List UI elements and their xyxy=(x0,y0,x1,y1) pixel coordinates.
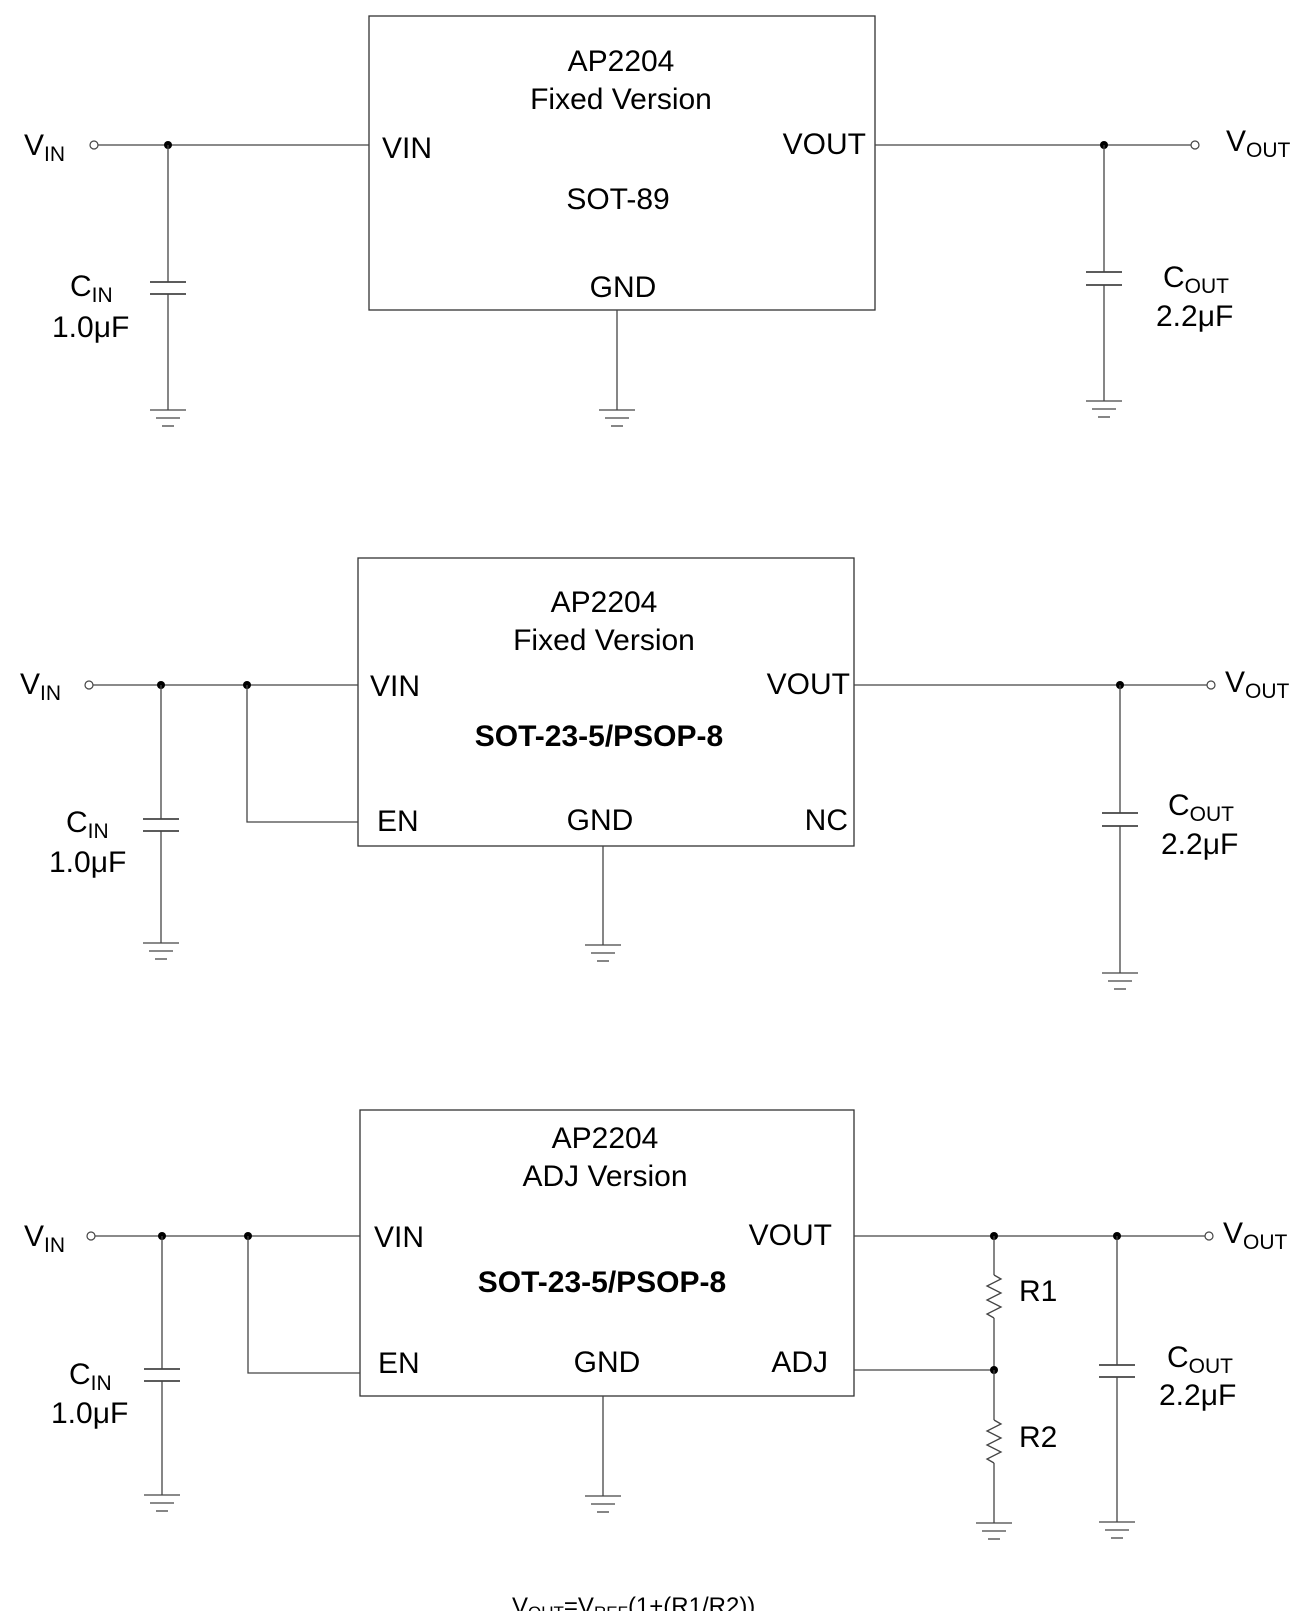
vin-label: VIN xyxy=(24,129,65,166)
vout-label: VOUT xyxy=(1226,125,1291,162)
vin-label: VIN xyxy=(24,1220,65,1257)
cin-label: CIN xyxy=(66,806,109,843)
schematic-adj-sot23: AP2204 ADJ Version SOT-23-5/PSOP-8 VIN V… xyxy=(24,1109,1288,1540)
cout-label: COUT xyxy=(1167,1341,1233,1378)
vout-formula: VOUT=VREF(1+(R1/R2)) xyxy=(512,1593,755,1611)
chip-box xyxy=(357,557,855,847)
pin-en-label: EN xyxy=(377,805,419,838)
ground-symbol xyxy=(143,942,179,960)
vin-terminal xyxy=(84,680,94,690)
pin-vout-label: VOUT xyxy=(767,668,850,701)
chip-name: AP2204 xyxy=(568,45,675,78)
vout-terminal xyxy=(1206,680,1216,690)
pin-vout-label: VOUT xyxy=(783,128,866,161)
ground-symbol xyxy=(144,1494,180,1512)
pin-vin-label: VIN xyxy=(382,132,432,165)
chip-box xyxy=(368,15,876,311)
vout-label: VOUT xyxy=(1225,666,1290,703)
en-wire xyxy=(246,685,358,823)
r2-resistor xyxy=(985,1419,1003,1464)
cout-value: 2.2μF xyxy=(1161,828,1238,861)
pin-en-label: EN xyxy=(378,1347,420,1380)
chip-name: AP2204 xyxy=(552,1122,659,1155)
cout-value: 2.2μF xyxy=(1159,1379,1236,1412)
vin-label: VIN xyxy=(20,668,61,705)
chip-version: Fixed Version xyxy=(530,83,712,116)
vout-terminal xyxy=(1190,140,1200,150)
ground-symbol xyxy=(585,1495,621,1513)
vout-terminal xyxy=(1204,1231,1214,1241)
cin-value: 1.0μF xyxy=(49,846,126,879)
schematic-fixed-sot89: AP2204 Fixed Version SOT-89 VIN VOUT GND… xyxy=(24,15,1291,427)
cin-value: 1.0μF xyxy=(51,1397,128,1430)
cout-label: COUT xyxy=(1163,261,1229,298)
cin-label: CIN xyxy=(69,1358,112,1395)
cout-label: COUT xyxy=(1168,789,1234,826)
chip-package: SOT-89 xyxy=(566,183,669,216)
vout-label: VOUT xyxy=(1223,1217,1288,1254)
pin-vout-label: VOUT xyxy=(749,1219,832,1252)
chip-name: AP2204 xyxy=(551,586,658,619)
chip-package: SOT-23-5/PSOP-8 xyxy=(475,720,723,753)
r2-label: R2 xyxy=(1019,1421,1057,1454)
pin-vin-label: VIN xyxy=(374,1221,424,1254)
ground-symbol xyxy=(1102,972,1138,990)
ground-symbol xyxy=(1086,400,1122,418)
pin-vin-label: VIN xyxy=(370,670,420,703)
pin-nc-label: NC xyxy=(805,804,848,837)
pin-adj-label: ADJ xyxy=(771,1346,828,1379)
ground-symbol xyxy=(150,409,186,427)
ground-symbol xyxy=(976,1522,1012,1540)
vin-terminal xyxy=(86,1231,96,1241)
pin-gnd-label: GND xyxy=(574,1346,641,1379)
ground-symbol xyxy=(599,409,635,427)
r1-label: R1 xyxy=(1019,1275,1057,1308)
schematic-fixed-sot23: AP2204 Fixed Version SOT-23-5/PSOP-8 VIN… xyxy=(20,557,1290,990)
chip-package: SOT-23-5/PSOP-8 xyxy=(478,1266,726,1299)
cin-label: CIN xyxy=(70,270,113,307)
cin-value: 1.0μF xyxy=(52,311,129,344)
pin-gnd-label: GND xyxy=(590,271,657,304)
pin-gnd-label: GND xyxy=(567,804,634,837)
cout-value: 2.2μF xyxy=(1156,300,1233,333)
ground-symbol xyxy=(1099,1521,1135,1539)
en-wire xyxy=(247,1236,360,1374)
chip-version: ADJ Version xyxy=(522,1160,687,1193)
chip-version: Fixed Version xyxy=(513,624,695,657)
vin-terminal xyxy=(89,140,99,150)
ground-symbol xyxy=(585,944,621,962)
chip-box xyxy=(359,1109,855,1397)
r1-resistor xyxy=(985,1274,1003,1319)
